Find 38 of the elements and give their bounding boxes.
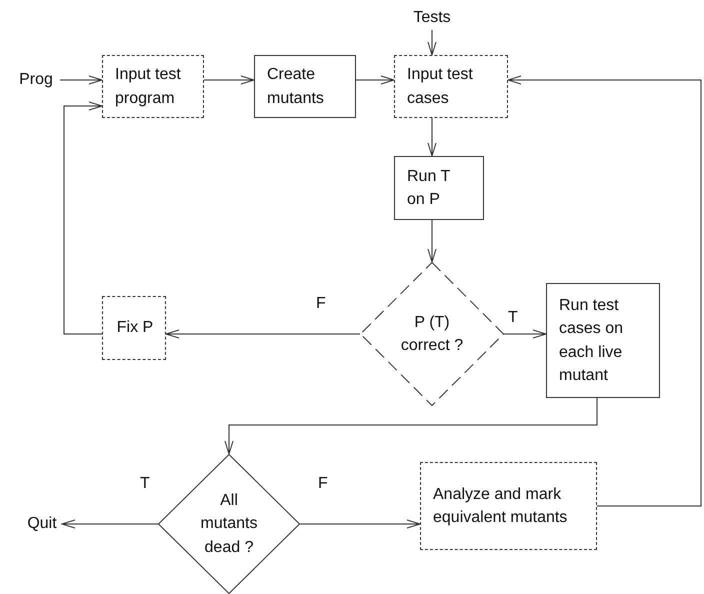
arrow: [300, 520, 420, 528]
arrow: [428, 220, 436, 262]
process-box: [394, 55, 508, 118]
node-label: Input test program: [115, 65, 182, 108]
node-label: P (T) correct ?: [400, 312, 464, 356]
arrow: [504, 330, 546, 338]
edge-label: F: [316, 296, 326, 312]
process-box: [420, 462, 597, 550]
node-label: Run test cases on each live mutant: [559, 296, 624, 386]
node-label: Fix P: [116, 318, 154, 338]
arrow: [166, 330, 360, 338]
terminal-label: Prog: [12, 68, 60, 92]
arrow: [204, 76, 254, 84]
arrow: [356, 76, 394, 84]
terminal-label: Tests: [410, 6, 454, 30]
node-label: Run T on P: [407, 166, 451, 210]
arrow: [224, 398, 598, 454]
edge-label: T: [140, 476, 150, 492]
decision-diamond: [158, 454, 300, 594]
arrow: [428, 30, 436, 56]
arrow: [428, 118, 436, 156]
process-box: [546, 283, 660, 398]
arrow: [60, 76, 102, 84]
process-box: [102, 55, 204, 118]
node-label: Analyze and mark equivalent mutants: [433, 484, 568, 528]
arrow: [64, 102, 102, 334]
process-box: [102, 296, 166, 360]
decision-diamond: [360, 262, 504, 406]
node-label: Create mutants: [267, 65, 325, 108]
node-label: Input test cases: [407, 65, 474, 108]
edge-label: F: [318, 476, 328, 492]
edge-label: T: [508, 310, 518, 326]
process-box: [394, 156, 484, 220]
arrow: [508, 76, 702, 506]
terminal-label: Quit: [22, 512, 62, 536]
process-box: [254, 55, 356, 118]
node-label: All mutants dead ?: [200, 491, 258, 558]
arrow: [62, 520, 158, 528]
